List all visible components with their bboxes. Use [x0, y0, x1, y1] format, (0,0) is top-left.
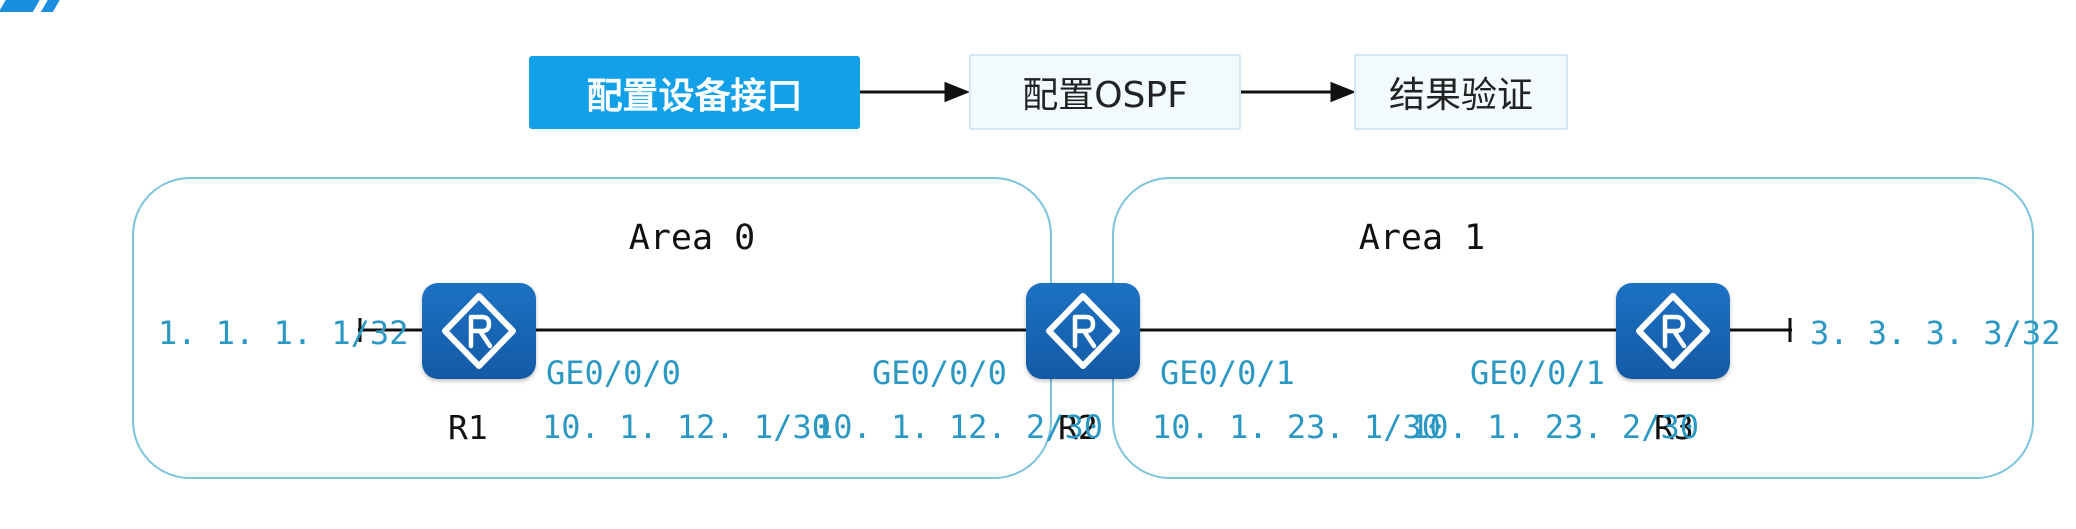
r2-left-interface-ip: 10. 1. 12. 2/30: [814, 408, 1103, 446]
r3-interface-name: GE0/0/1: [1470, 354, 1605, 392]
router-icon: [442, 293, 516, 369]
r2-right-interface-ip: 10. 1. 23. 1/30: [1152, 408, 1441, 446]
router-icon: [1636, 293, 1710, 369]
step-configure-ospf: 配置OSPF: [969, 54, 1241, 130]
r3-interface-ip: 10. 1. 23. 2/30: [1410, 408, 1699, 446]
router-icon: [1046, 293, 1120, 369]
area-0-title: Area 0: [628, 218, 756, 258]
flow-arrow-2: [1241, 81, 1357, 103]
router-r1-name: R1: [448, 408, 488, 447]
step-verify-results: 结果验证: [1354, 54, 1568, 130]
r1-loopback-address: 1. 1. 1. 1/32: [158, 314, 409, 352]
router-r3[interactable]: [1616, 283, 1730, 379]
router-r2[interactable]: [1026, 283, 1140, 379]
router-r2-name: R2: [1058, 408, 1098, 447]
flow-arrow-1: [860, 81, 971, 103]
router-r1[interactable]: [422, 283, 536, 379]
area-1-title: Area 1: [1358, 218, 1486, 258]
r1-interface-ip: 10. 1. 12. 1/30: [542, 408, 831, 446]
r1-interface-name: GE0/0/0: [546, 354, 681, 392]
r2-left-interface-name: GE0/0/0: [872, 354, 1007, 392]
step-configure-interfaces: 配置设备接口: [529, 56, 860, 129]
r2-right-interface-name: GE0/0/1: [1160, 354, 1295, 392]
r3-loopback-address: 3. 3. 3. 3/32: [1810, 314, 2061, 352]
r1-loopback-link: [358, 318, 424, 342]
r3-loopback-link: [1730, 318, 1792, 342]
router-r3-name: R3: [1654, 408, 1694, 447]
